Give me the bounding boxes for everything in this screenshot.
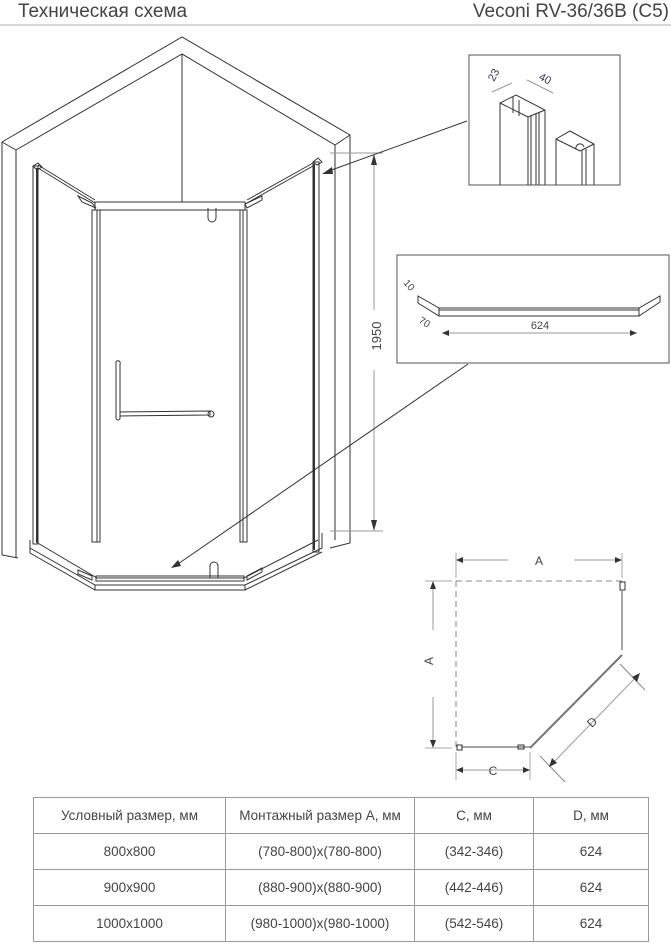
leader-line-threshold [174,363,469,567]
shower-enclosure-isometric [1,36,351,591]
table-row: 1000x1000 (980-1000)x(980-1000) (542-546… [33,905,649,942]
threshold-side-label: 70 [416,315,432,330]
table-cell: 1000x1000 [33,905,226,942]
table-row: 800x800 (780-800)x(780-800) (342-346) 62… [33,833,649,870]
threshold-length-label: 624 [531,320,549,332]
table-cell: (342-346) [414,833,534,870]
profile-dim-a: 23 [486,67,502,83]
arrow-left-icon [456,767,463,773]
arrow-right-icon [630,330,637,336]
leader-arrow-icon [322,167,333,174]
table-cell: 800x800 [33,833,226,870]
page-title: Техническая схема [18,1,188,22]
table-header-row: Условный размер, мм Монтажный размер А, … [33,797,649,834]
arrow-left-icon [456,557,463,563]
table-cell: (542-546) [414,905,534,942]
height-dimension [330,152,383,532]
arrow-left-icon [442,330,449,336]
table-cell: (780-800)x(780-800) [225,833,415,870]
plan-label-a-side: A [422,657,436,665]
profile-detail [468,54,621,186]
table-cell: 624 [533,833,649,870]
table-header-cell: С, мм [414,797,534,834]
arrow-up-icon [371,154,377,165]
arrow-right-icon [523,767,530,773]
table-header-cell: D, мм [533,797,649,834]
table-header-cell: Монтажный размер А, мм [225,797,415,834]
table-cell: 900x900 [33,869,226,906]
plan-view [425,553,646,783]
arrow-up-right-icon [632,673,640,682]
table-cell: (980-1000)x(980-1000) [225,905,415,942]
profile-dim-b: 40 [537,71,553,87]
arrow-right-icon [615,557,622,563]
size-table: Условный размер, мм Монтажный размер А, … [33,797,649,942]
header-divider [0,24,671,26]
technical-drawing: 1950 23 40 624 [1,36,670,783]
arrow-down-icon [430,740,436,748]
threshold-detail [396,254,670,364]
threshold-thickness-label: 10 [401,278,417,294]
plan-label-a-top: A [535,554,543,568]
arrow-up-icon [430,581,436,589]
table-cell: (442-446) [414,869,534,906]
table-cell: 624 [533,905,649,942]
arrow-down-left-icon [549,758,557,767]
height-label: 1950 [369,322,384,351]
plan-label-c: C [489,764,498,778]
table-row: 900x900 (880-900)x(880-900) (442-446) 62… [33,869,649,906]
table-cell: 624 [533,869,649,906]
table-cell: (880-900)x(880-900) [225,869,415,906]
table-header-cell: Условный размер, мм [33,797,226,834]
model-name: Veconi RV-36/36B (C5) [472,1,669,22]
leader-line-profile [325,120,468,173]
arrow-down-icon [371,520,377,531]
page-header: Техническая схема Veconi RV-36/36B (C5) [0,0,671,26]
leader-arrow-icon [171,560,181,568]
